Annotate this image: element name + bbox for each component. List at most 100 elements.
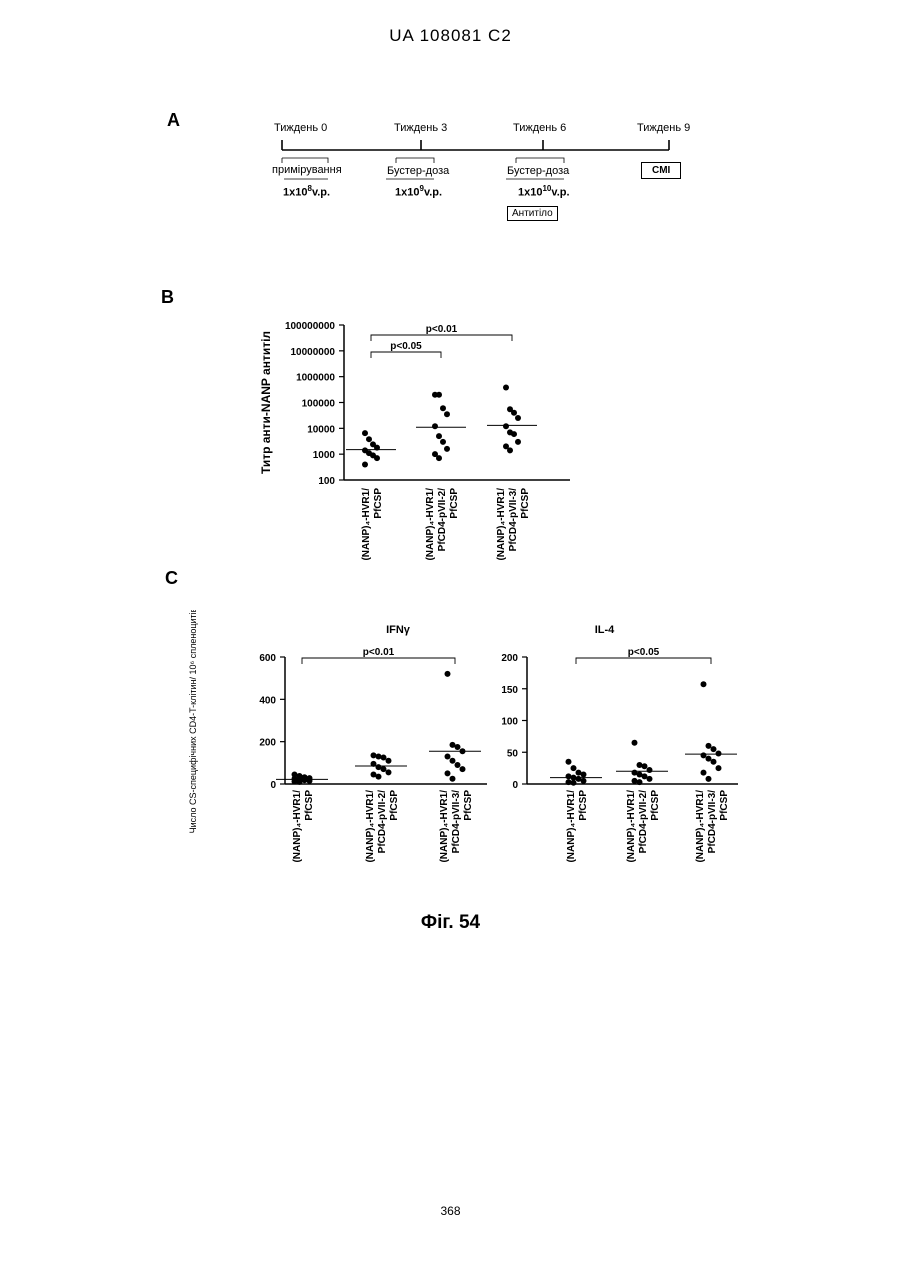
timeline-diagram	[270, 130, 710, 240]
step-bracket	[282, 158, 328, 163]
category-label: PfCSP	[304, 790, 315, 821]
dose-3: 1x1010v.p.	[518, 184, 570, 199]
data-point	[376, 753, 382, 759]
data-point	[455, 762, 461, 768]
y-tick-label: 400	[259, 695, 276, 706]
data-point	[450, 758, 456, 764]
data-point	[706, 756, 712, 762]
antibody-titer-chart: 100000000 10000000 1000000 100000 10000 1000 1…	[240, 300, 600, 585]
data-point	[647, 776, 653, 782]
data-point	[307, 778, 313, 784]
y-tick-label: 150	[501, 685, 518, 696]
data-point	[440, 405, 446, 411]
category-label: PfCSP	[389, 790, 400, 821]
category-label: (NANP)₄-HVR1/	[425, 488, 436, 561]
data-point	[432, 423, 438, 429]
data-point	[716, 751, 722, 757]
data-point	[386, 769, 392, 775]
y-tick-label: 100	[501, 717, 518, 728]
data-point	[381, 766, 387, 772]
data-point	[366, 436, 372, 442]
significance-bracket	[371, 352, 441, 358]
step-boost-2: Бустер-доза	[507, 165, 569, 177]
p-value-label: p<0.05	[628, 647, 660, 658]
p-value-label: p<0.01	[363, 647, 395, 658]
antibody-box: Антитіло	[507, 206, 558, 221]
category-label: PfCD4-pVII-2/	[437, 488, 448, 552]
il4-chart: 200150100500IL-4(NANP)₄-HVR1/PfCSP(NANP)…	[480, 610, 770, 880]
data-point	[647, 767, 653, 773]
step-bracket	[396, 158, 434, 163]
y-tick-label: 0	[512, 780, 518, 791]
y-tick-label: 10000000	[291, 347, 336, 358]
page-number: 368	[0, 1204, 901, 1218]
data-point	[460, 766, 466, 772]
data-point	[503, 423, 509, 429]
data-point	[371, 752, 377, 758]
category-label: (NANP)₄-HVR1/	[439, 790, 450, 863]
data-point	[440, 439, 446, 445]
data-point	[450, 776, 456, 782]
y-tick-label: 10000	[307, 424, 335, 435]
category-label: PfCSP	[719, 790, 730, 821]
category-label: (NANP)₄-HVR1/	[496, 488, 507, 561]
data-point	[436, 433, 442, 439]
data-point	[455, 744, 461, 750]
y-tick-label: 50	[507, 748, 519, 759]
y-tick-label: 100	[318, 476, 335, 487]
category-label: (NANP)₄-HVR1/	[361, 488, 372, 561]
chart-title: IFNγ	[386, 624, 411, 636]
data-point	[571, 765, 577, 771]
data-point	[445, 753, 451, 759]
data-point	[503, 385, 509, 391]
data-point	[511, 431, 517, 437]
step-bracket	[516, 158, 564, 163]
data-point	[444, 446, 450, 452]
step-boost-1: Бустер-доза	[387, 165, 449, 177]
category-label: (NANP)₄-HVR1/	[566, 790, 577, 863]
data-point	[637, 779, 643, 785]
data-point	[701, 770, 707, 776]
week-0-label: Тиждень 0	[274, 122, 327, 134]
y-tick-label: 200	[501, 653, 518, 664]
panel-label-b: B	[161, 287, 174, 308]
data-point	[566, 759, 572, 765]
week-9-label: Тиждень 9	[637, 122, 690, 134]
data-point	[701, 681, 707, 687]
data-point	[381, 755, 387, 761]
data-point	[436, 392, 442, 398]
category-label: PfCSP	[373, 488, 384, 519]
dose-2: 1x109v.p.	[395, 184, 442, 199]
p-value-label: p<0.01	[426, 324, 458, 335]
data-point	[515, 439, 521, 445]
y-tick-label: 1000000	[296, 373, 335, 384]
y-tick-label: 100000000	[285, 321, 335, 332]
data-point	[374, 455, 380, 461]
category-label: (NANP)₄-HVR1/	[292, 790, 303, 863]
category-label: PfCD4-pVII-2/	[377, 790, 388, 854]
y-tick-label: 1000	[313, 450, 336, 461]
category-label: PfCD4-pVII-3/	[508, 488, 519, 552]
step-priming: примірування	[272, 164, 342, 176]
data-point	[581, 771, 587, 777]
data-point	[716, 765, 722, 771]
data-point	[444, 411, 450, 417]
data-point	[511, 410, 517, 416]
data-point	[436, 455, 442, 461]
data-point	[386, 758, 392, 764]
y-axis-title: Число CS-специфічних CD4-T-клітин/ 10⁶ с…	[188, 610, 198, 833]
data-point	[706, 743, 712, 749]
data-point	[701, 752, 707, 758]
data-point	[637, 762, 643, 768]
dose-1: 1x108v.p.	[283, 184, 330, 199]
data-point	[706, 776, 712, 782]
data-point	[711, 759, 717, 765]
cmi-box: CMI	[641, 162, 681, 179]
y-tick-label: 100000	[302, 399, 336, 410]
data-point	[642, 763, 648, 769]
week-6-label: Тиждень 6	[513, 122, 566, 134]
y-tick-label: 200	[259, 738, 276, 749]
data-point	[632, 740, 638, 746]
data-point	[581, 778, 587, 784]
patent-header: UA 108081 C2	[0, 26, 901, 46]
